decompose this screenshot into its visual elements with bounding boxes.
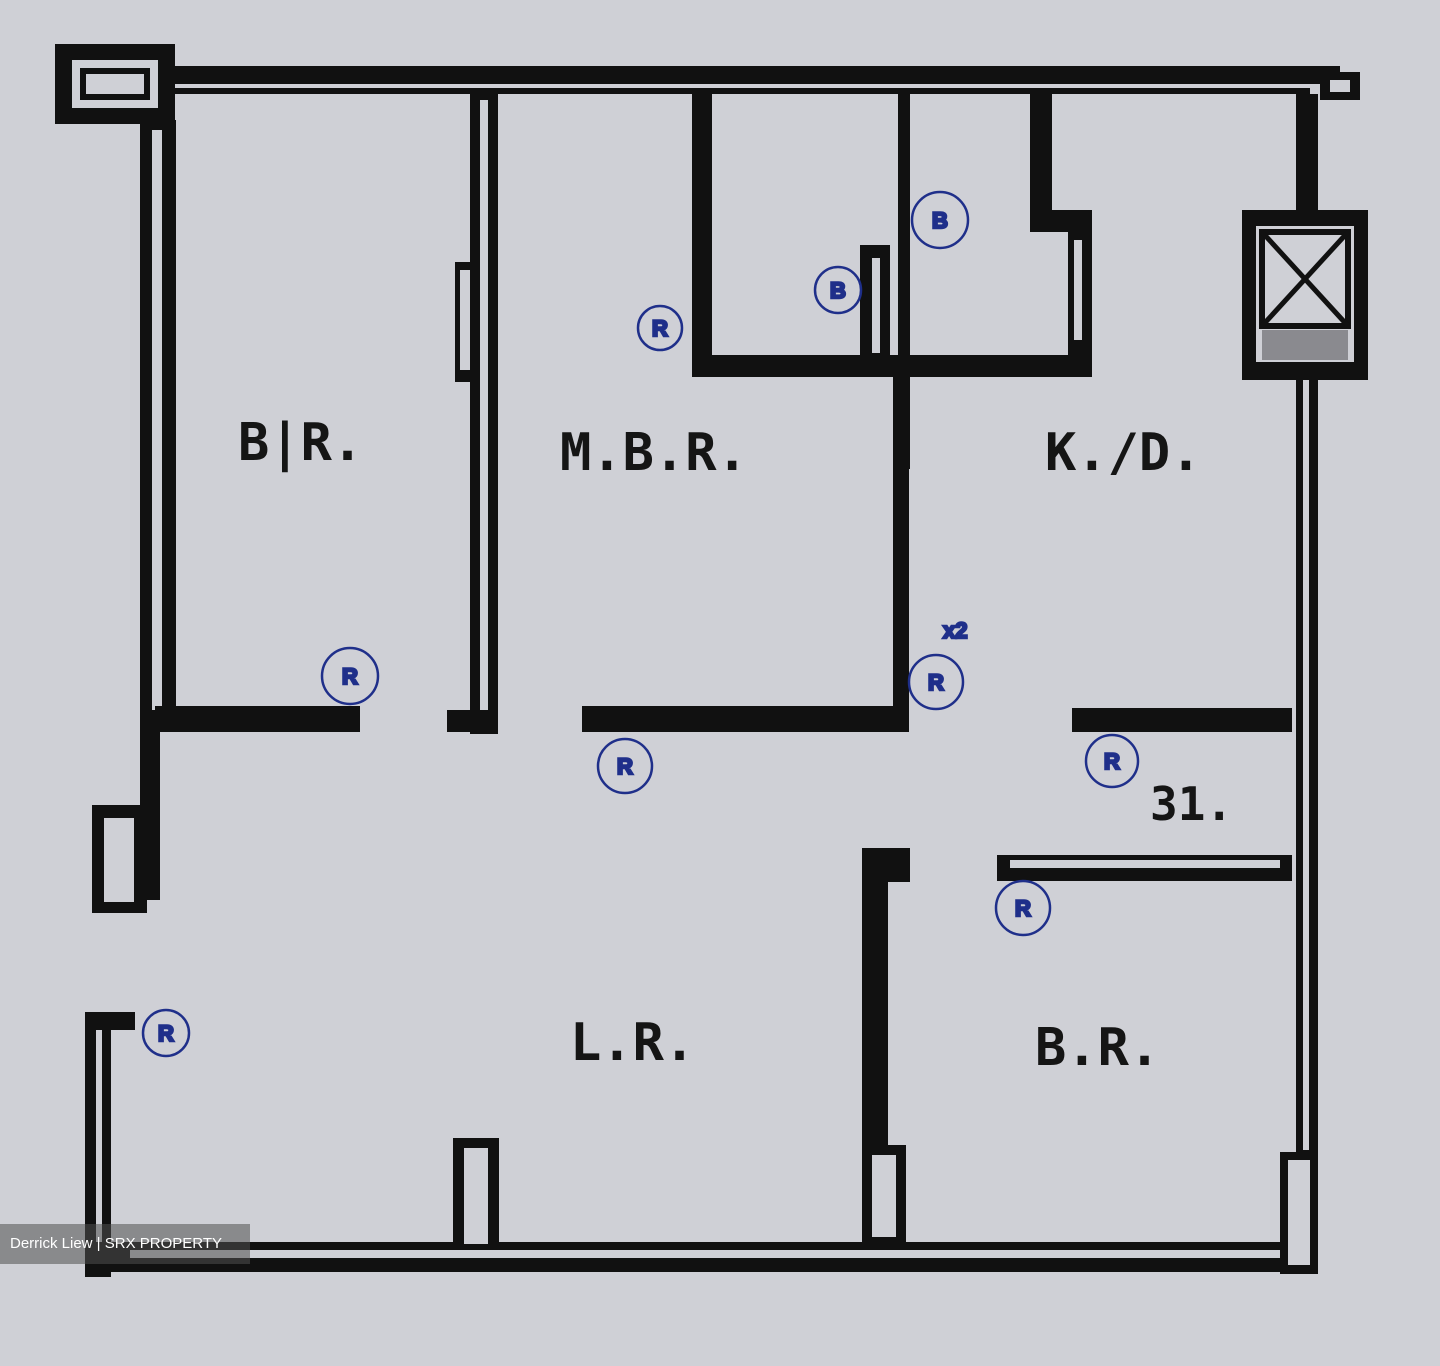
marker-r-4-text: R — [617, 754, 633, 779]
room-label-store: 31. — [1150, 777, 1233, 831]
room-label-br-right: B.R. — [1035, 1018, 1160, 1078]
watermark: Derrick Liew | SRX PROPERTY — [0, 1224, 250, 1264]
marker-b-2: B — [910, 190, 970, 250]
marker-r-4: R — [596, 737, 654, 795]
room-label-lr: L.R. — [570, 1013, 695, 1073]
marker-r-5: R — [1084, 733, 1140, 789]
room-labels: B|R. M.B.R. K./D. L.R. B.R. 31. — [238, 413, 1233, 1078]
marker-r-7-text: R — [158, 1021, 174, 1046]
marker-r-6: R — [994, 879, 1052, 937]
walls — [55, 44, 1368, 1277]
marker-b-1: B — [813, 265, 863, 315]
marker-r-1: R — [636, 304, 684, 352]
marker-x2: x2 — [943, 618, 967, 643]
marker-r-1-text: R — [652, 316, 668, 341]
marker-r-3: R — [907, 653, 965, 711]
room-label-kd: K./D. — [1045, 423, 1202, 483]
marker-b-1-text: B — [830, 278, 846, 303]
room-label-mbr: M.B.R. — [560, 423, 748, 483]
room-label-br-left: B|R. — [238, 413, 363, 473]
markers: R B B R R x2 R R R — [141, 190, 1140, 1058]
marker-r-6-text: R — [1015, 896, 1031, 921]
marker-r-5-text: R — [1104, 749, 1120, 774]
marker-r-2-text: R — [342, 664, 358, 689]
marker-r-2: R — [320, 646, 380, 706]
marker-b-2-text: B — [932, 208, 948, 233]
marker-r-3-text: R — [928, 670, 944, 695]
marker-r-7: R — [141, 1008, 191, 1058]
